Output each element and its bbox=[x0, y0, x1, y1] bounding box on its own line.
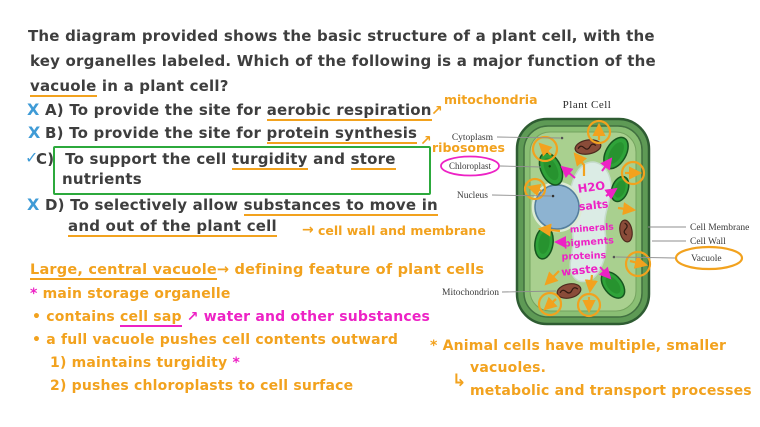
vacuole-underlined: vacuole bbox=[30, 77, 97, 97]
note-full-vacuole: • a full vacuole pushes cell contents ou… bbox=[32, 332, 399, 348]
svg-text:minerals: minerals bbox=[570, 222, 615, 235]
option-d-line-2: and out of the plant cell bbox=[68, 217, 277, 237]
option-a-cross-mark: X bbox=[27, 100, 40, 119]
note-cell-sap: • contains cell sap ↗ water and other su… bbox=[32, 309, 431, 327]
magenta-outward-arrows bbox=[554, 157, 618, 280]
option-c-line-2: nutrients bbox=[62, 170, 142, 188]
question-line-2: key organelles labeled. Which of the fol… bbox=[30, 52, 656, 70]
option-b-annotation-arrow: ↗ bbox=[420, 133, 432, 149]
note-animal-cells-2: vacuoles. bbox=[470, 360, 547, 376]
note-animal-cells-3: metabolic and transport processes bbox=[470, 383, 752, 399]
plant-cell-diagram: Plant Cell bbox=[440, 99, 749, 326]
option-d-cross-mark: X bbox=[27, 195, 40, 214]
bullet: • bbox=[32, 309, 42, 325]
option-a: A) To provide the site for aerobic respi… bbox=[45, 101, 432, 121]
note-sub-2: 2) pushes chloroplasts to cell surface bbox=[50, 378, 354, 394]
svg-text:proteins: proteins bbox=[561, 250, 606, 263]
orange-circle-arrow-annotations bbox=[523, 119, 652, 318]
label-lines bbox=[491, 136, 686, 293]
option-b: B) To provide the site for protein synth… bbox=[45, 124, 418, 144]
option-c-check-mark: ✓ bbox=[25, 148, 39, 167]
cytoplasm-pointer-dot bbox=[560, 136, 564, 140]
magenta-asterisk: * bbox=[30, 286, 38, 302]
mitochondrion-label: Mitochondrion bbox=[442, 288, 499, 298]
option-a-label: A) bbox=[45, 101, 64, 119]
vacuole-label: Vacuole bbox=[691, 254, 722, 264]
note-main-storage: * main storage organelle bbox=[30, 286, 231, 302]
option-d-annotation-arrow: → bbox=[302, 222, 314, 238]
option-b-annotation: ribosomes bbox=[432, 140, 505, 155]
svg-text:salts: salts bbox=[578, 197, 609, 213]
nucleus-pointer-dot bbox=[551, 194, 555, 198]
chloroplast-label: Chloroplast bbox=[449, 161, 491, 171]
option-d-line-1: D) To selectively allow substances to mo… bbox=[45, 196, 438, 216]
orange-outward-arrows bbox=[537, 152, 637, 294]
mitochondrion-shape bbox=[619, 219, 633, 243]
orange-asterisk: * bbox=[430, 338, 438, 354]
option-b-label: B) bbox=[45, 124, 64, 142]
note-animal-cells-1: * Animal cells have multiple, smaller bbox=[430, 338, 727, 354]
nucleus-label: Nucleus bbox=[457, 191, 488, 201]
option-b-cross-mark: X bbox=[28, 123, 41, 142]
note-sub-1: 1) maintains turgidity * bbox=[50, 355, 240, 371]
cytoplasm-label: Cytoplasm bbox=[452, 133, 494, 143]
mitochondrion-shape bbox=[556, 283, 582, 299]
magenta-asterisk: * bbox=[232, 355, 240, 371]
diagram-title: Plant Cell bbox=[563, 99, 612, 111]
option-a-annotation-arrow: ↗ bbox=[431, 103, 443, 119]
mitochondrion-shape bbox=[574, 139, 602, 155]
correct-answer-box bbox=[53, 146, 431, 195]
question-line-1: The diagram provided shows the basic str… bbox=[28, 27, 655, 45]
hooked-arrow-icon: ↳ bbox=[452, 371, 467, 391]
organelle-labels: Cytoplasm Chloroplast Nucleus Mitochondr… bbox=[442, 133, 749, 298]
cell-wall-label: Cell Wall bbox=[690, 237, 726, 247]
option-d-label: D) bbox=[45, 196, 65, 214]
vacuole-contents-text: H2O salts minerals pigments proteins was… bbox=[561, 178, 615, 279]
vacuole-label-circle bbox=[674, 245, 744, 271]
vacuole-pointer-dot bbox=[612, 255, 616, 259]
magenta-arrow: ↗ bbox=[186, 309, 199, 325]
option-a-annotation: mitochondria bbox=[444, 92, 538, 107]
bullet: • bbox=[32, 332, 42, 348]
question-line-3: vacuole in a plant cell? bbox=[30, 77, 229, 97]
option-c-line-1: C) To support the cell turgidity and sto… bbox=[36, 150, 396, 170]
svg-text:H2O: H2O bbox=[577, 178, 606, 196]
cell-membrane-label: Cell Membrane bbox=[690, 223, 749, 233]
option-c-label: C) bbox=[36, 150, 55, 168]
svg-text:waste: waste bbox=[561, 262, 599, 279]
chloroplast-label-circle bbox=[440, 155, 500, 177]
svg-text:pigments: pigments bbox=[563, 235, 614, 249]
option-d-annotation: cell wall and membrane bbox=[318, 223, 486, 238]
notes-heading: Large, central vacuole→ defining feature… bbox=[30, 262, 485, 280]
